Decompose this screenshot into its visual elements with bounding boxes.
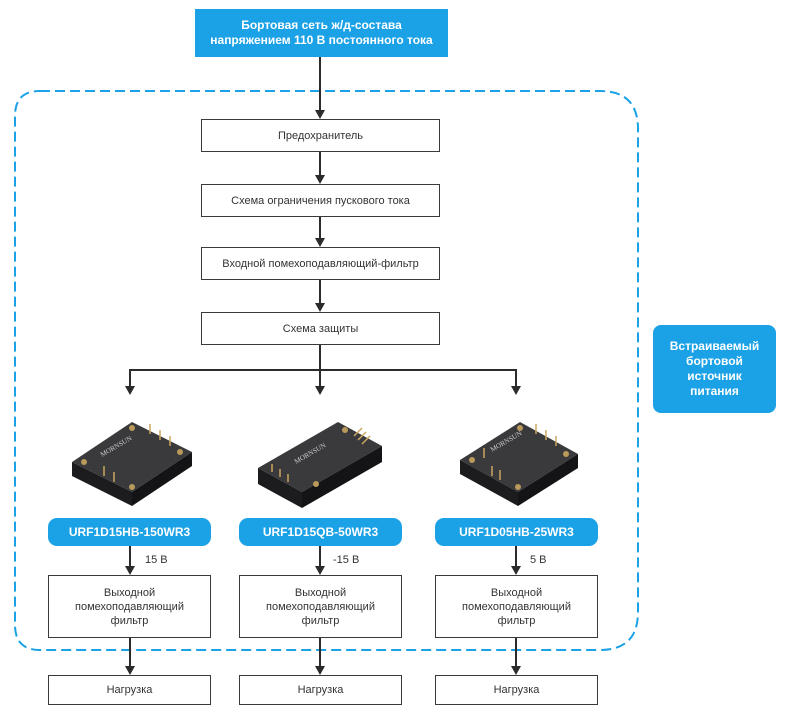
arrowhead (125, 666, 135, 675)
arrowhead (125, 386, 135, 395)
embedded-power-supply-label: Встраиваемый бортовой источник питания (653, 325, 776, 413)
filter-label-line: фильтр (110, 614, 149, 627)
arrowhead (315, 666, 325, 675)
load-box-1: Нагрузка (48, 675, 211, 705)
load-label: Нагрузка (297, 684, 344, 696)
module-image-urf1d15hb: MORNSUN (72, 422, 192, 506)
module-image-urf1d15qb: MORNSUN (258, 422, 382, 508)
side-label-line: бортовой (686, 354, 743, 368)
load-label: Нагрузка (106, 684, 153, 696)
output-filter-box-2: Выходной помехоподавляющий фильтр (239, 575, 402, 638)
protection-circuit-box: Схема защиты (201, 312, 440, 345)
output-filter-box-3: Выходной помехоподавляющий фильтр (435, 575, 598, 638)
arrowhead (315, 110, 325, 119)
voltage-label-3: 5 В (530, 554, 547, 566)
arrowhead (315, 303, 325, 312)
filter-label-line: Выходной (490, 586, 543, 599)
power-source-line2: напряжением 110 В постоянного тока (210, 33, 433, 47)
load-label: Нагрузка (493, 684, 540, 696)
fuse-box: Предохранитель (201, 119, 440, 152)
fuse-label: Предохранитель (277, 129, 364, 142)
filter-label-line: помехоподавляющий (75, 600, 184, 613)
model-badge-3: URF1D05HB-25WR3 (435, 518, 598, 546)
model-name: URF1D15HB-150WR3 (68, 525, 191, 539)
side-label-line: питания (690, 384, 739, 398)
filter-label-line: Выходной (103, 586, 156, 599)
arrowhead (315, 238, 325, 247)
arrowhead (511, 386, 521, 395)
output-filter-box-1: Выходной помехоподавляющий фильтр (48, 575, 211, 638)
voltage-label-1: 15 В (145, 554, 168, 566)
filter-label-line: помехоподавляющий (462, 600, 571, 613)
filter-label-line: помехоподавляющий (266, 600, 375, 613)
load-box-2: Нагрузка (239, 675, 402, 705)
arrowhead (315, 566, 325, 575)
protection-circuit-label: Схема защиты (282, 322, 359, 335)
load-box-3: Нагрузка (435, 675, 598, 705)
arrowhead (125, 566, 135, 575)
module-image-urf1d05hb: MORNSUN (460, 422, 578, 506)
arrowhead (315, 386, 325, 395)
arrowhead (315, 175, 325, 184)
filter-label-line: фильтр (497, 614, 536, 627)
side-label-line: источник (687, 369, 742, 383)
power-source-line1: Бортовая сеть ж/д-состава (241, 18, 402, 32)
power-source-box: Бортовая сеть ж/д-состава напряжением 11… (195, 9, 448, 57)
model-name: URF1D05HB-25WR3 (459, 525, 574, 539)
model-badge-2: URF1D15QB-50WR3 (239, 518, 402, 546)
filter-label-line: Выходной (294, 586, 347, 599)
embedded-power-supply-boundary (14, 90, 639, 651)
side-label-line: Встраиваемый (669, 339, 760, 353)
inrush-limiter-box: Схема ограничения пускового тока (201, 184, 440, 217)
connector-branch-right (320, 369, 517, 387)
filter-label-line: фильтр (301, 614, 340, 627)
arrowhead (511, 666, 521, 675)
arrowhead (511, 566, 521, 575)
voltage-label-2: -15 В (333, 554, 360, 566)
model-name: URF1D15QB-50WR3 (262, 525, 379, 539)
input-filter-label: Входной помехоподавляющий-фильтр (222, 257, 419, 270)
inrush-limiter-label: Схема ограничения пускового тока (231, 194, 410, 207)
connector-branch-left (129, 369, 320, 387)
input-filter-box: Входной помехоподавляющий-фильтр (201, 247, 440, 280)
model-badge-1: URF1D15HB-150WR3 (48, 518, 211, 546)
